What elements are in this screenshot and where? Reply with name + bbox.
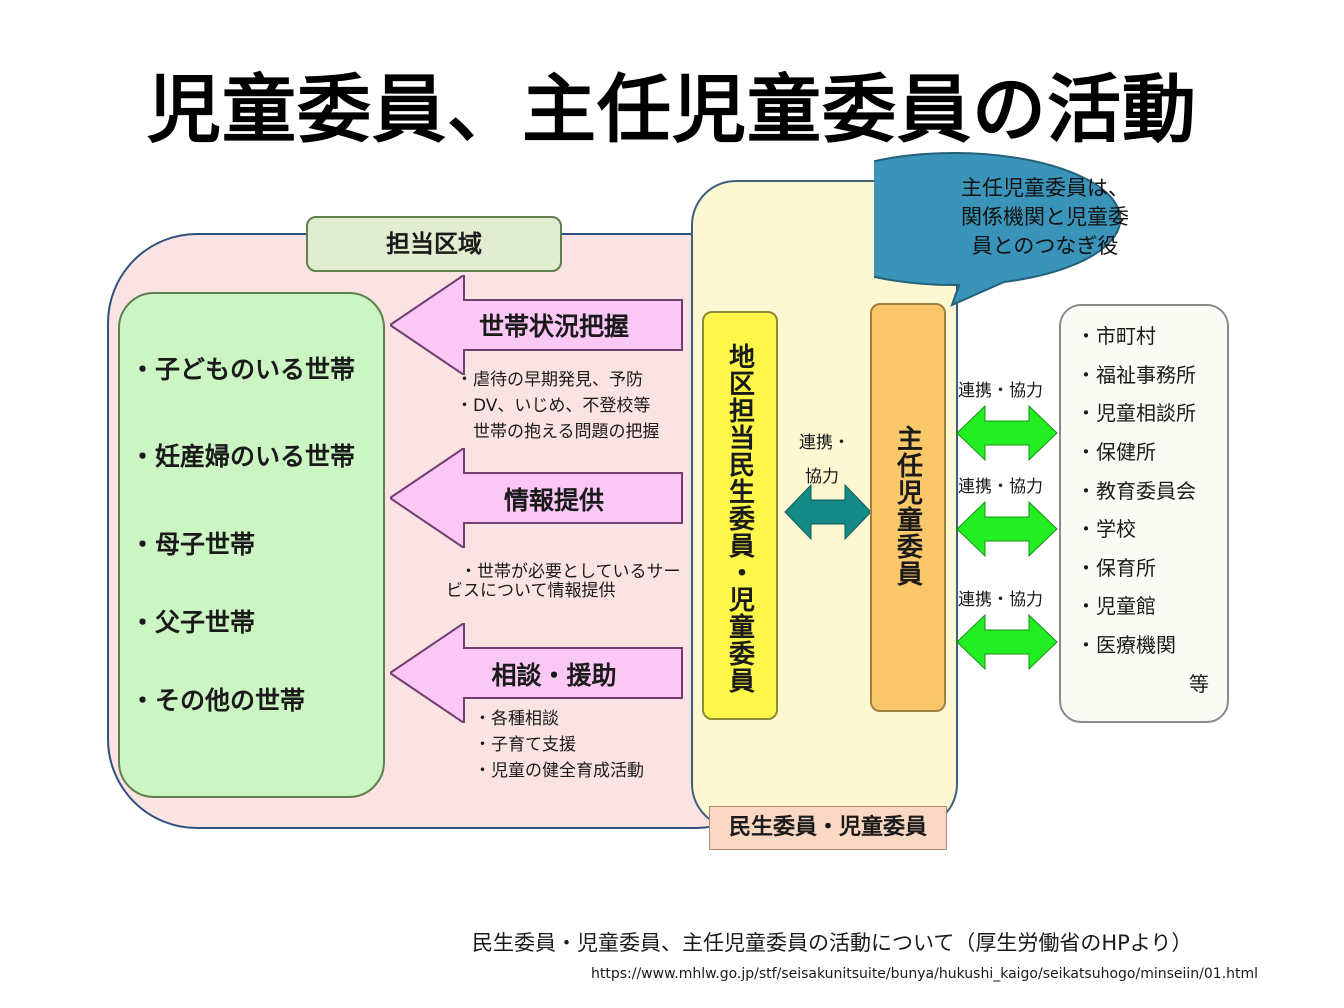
organization-item: ・児童館	[1076, 594, 1156, 618]
link-label: 連携・協力	[958, 381, 1043, 401]
household-item: ・妊産婦のいる世帯	[130, 442, 356, 471]
left-arrow	[390, 448, 684, 548]
organization-suffix: 等	[1189, 672, 1209, 696]
arrow-note: ビスについて情報提供	[446, 581, 616, 601]
district-commissioner-label: 地区担当民生委員・児童委員	[724, 343, 755, 694]
arrow-note: ・子育て支援	[474, 735, 576, 755]
source-caption: 民生委員・児童委員、主任児童委員の活動について（厚生労働省のHPより）	[472, 931, 1193, 955]
organization-item: ・学校	[1076, 517, 1136, 541]
district-commissioner-pillar: 地区担当民生委員・児童委員	[702, 311, 778, 720]
bubble-line: 員とのつなぎ役	[971, 234, 1119, 258]
arrow-note: 世帯の抱える問題の把握	[456, 422, 660, 442]
link-label: 連携・協力	[958, 590, 1043, 610]
arrow-note: ・虐待の早期発見、予防	[456, 370, 643, 390]
bubble-line: 関係機関と児童委	[961, 205, 1129, 229]
arrow-note: ・DV、いじめ、不登校等	[456, 396, 651, 416]
link-label: 連携・	[799, 433, 850, 453]
link-label: 協力	[805, 467, 839, 487]
arrow-label: 情報提供	[503, 486, 604, 515]
source-url[interactable]: https://www.mhlw.go.jp/stf/seisakunitsui…	[591, 966, 1259, 982]
organization-item: ・市町村	[1076, 324, 1156, 348]
organization-item: ・福祉事務所	[1076, 363, 1196, 387]
organization-item: ・教育委員会	[1076, 479, 1196, 503]
link-label: 連携・協力	[958, 477, 1043, 497]
left-arrow	[390, 275, 684, 375]
arrow-note: ・児童の健全育成活動	[474, 761, 644, 781]
double-arrow-icon	[783, 483, 873, 545]
left-arrow	[390, 623, 684, 723]
arrow-label: 世帯状況把握	[478, 312, 629, 341]
organization-item: ・医療機関	[1076, 633, 1176, 657]
page-title: 児童委員、主任児童委員の活動	[147, 67, 1197, 153]
bubble-text: 主任児童委員は、 関係機関と児童委 員とのつなぎ役	[905, 174, 1185, 261]
committee-label: 民生委員・児童委員	[709, 806, 947, 850]
arrow-label: 相談・援助	[491, 661, 617, 690]
household-item: ・その他の世帯	[130, 686, 306, 715]
organization-item: ・保健所	[1076, 440, 1156, 464]
double-arrow-icon	[955, 500, 1059, 562]
area-label: 担当区域	[306, 216, 562, 272]
arrow-note: ・世帯が必要としているサー	[460, 562, 681, 582]
chief-commissioner-pillar: 主任児童委員	[870, 303, 946, 712]
household-box	[118, 292, 385, 798]
household-item: ・母子世帯	[130, 530, 256, 559]
organizations-box	[1059, 304, 1229, 723]
bubble-line: 主任児童委員は、	[961, 176, 1129, 200]
household-item: ・子どものいる世帯	[130, 355, 356, 384]
double-arrow-icon	[955, 613, 1059, 675]
arrow-note: ・各種相談	[474, 709, 559, 729]
double-arrow-icon	[955, 404, 1059, 466]
household-item: ・父子世帯	[130, 608, 256, 637]
organization-item: ・保育所	[1076, 556, 1156, 580]
organization-item: ・児童相談所	[1076, 401, 1196, 425]
chief-commissioner-label: 主任児童委員	[892, 425, 923, 587]
